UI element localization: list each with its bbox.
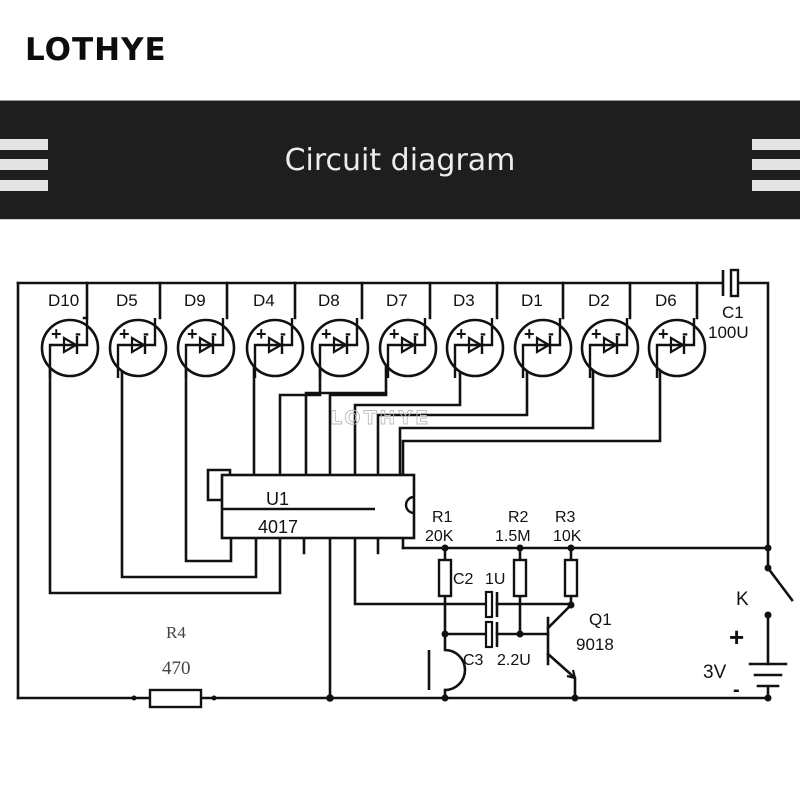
resistor-labels: R1 20K R2 1.5M R3 10K — [425, 509, 582, 545]
led-plus-label: + — [524, 324, 535, 344]
r1-ref-label: R1 — [432, 509, 453, 526]
q1-ref-label: Q1 — [589, 610, 612, 629]
led-minus-label: - — [143, 323, 149, 343]
led-ref-label: D6 — [655, 291, 677, 310]
led-plus-label: + — [658, 324, 669, 344]
battery-minus-label: - — [733, 679, 740, 701]
led-plus-label: + — [389, 324, 400, 344]
menu-lines-icon — [0, 139, 48, 191]
r3-value-label: 10K — [553, 528, 582, 545]
r1-value-label: 20K — [425, 528, 454, 545]
led-ref-label: D4 — [253, 291, 275, 310]
led-minus-label: - — [413, 323, 419, 343]
led-minus-label: - — [615, 323, 621, 343]
led-plus-label: + — [119, 324, 130, 344]
c2-value-label: 1U — [485, 571, 505, 588]
led-plus-label: + — [456, 324, 467, 344]
led-minus-label: - — [345, 323, 351, 343]
capacitor-c2: C2 1U — [453, 571, 505, 619]
circuit-schematic: C1 100U D10+- D5+- D9+- D4+- D8+- D7+- — [16, 268, 794, 709]
menu-lines-icon — [752, 139, 800, 191]
r2-value-label: 1.5M — [495, 528, 531, 545]
junction-dots — [131, 544, 772, 702]
led-d5: D5 +- — [108, 291, 168, 378]
led-minus-label: - — [75, 323, 81, 343]
led-ref-label: D7 — [386, 291, 408, 310]
banner-title: Circuit diagram — [284, 143, 516, 178]
q1-part-label: 9018 — [576, 635, 614, 654]
ic-part-label: 4017 — [258, 517, 298, 537]
r4-labels: R4 470 — [162, 623, 191, 679]
led-plus-label: + — [256, 324, 267, 344]
r4-value-label: 470 — [162, 658, 191, 679]
led-ref-label: D5 — [116, 291, 138, 310]
led-minus-label: - — [280, 323, 286, 343]
ic-ref-label: U1 — [266, 489, 289, 509]
led-ref-label: D1 — [521, 291, 543, 310]
led-minus-label: - — [211, 323, 217, 343]
led-d8: D8 +- — [310, 291, 370, 378]
capacitor-c1: C1 100U — [708, 268, 749, 342]
microphone-icon — [427, 648, 467, 692]
led-ref-label: D3 — [453, 291, 475, 310]
led-ref-label: D2 — [588, 291, 610, 310]
led-minus-label: - — [480, 323, 486, 343]
brand-logo: LOTHYE — [25, 32, 167, 68]
switch-label: K — [736, 589, 749, 610]
r2-ref-label: R2 — [508, 509, 529, 526]
r4-ref-label: R4 — [166, 623, 186, 642]
led-ref-label: D9 — [184, 291, 206, 310]
led-d3: D3 +- — [445, 291, 505, 378]
led-plus-label: + — [321, 324, 332, 344]
c2-ref-label: C2 — [453, 571, 474, 588]
battery-icon: + 3V - — [703, 622, 744, 701]
resistor-r2 — [512, 558, 528, 598]
led-plus-label: + — [51, 324, 62, 344]
led-d2: D2 +- — [580, 291, 640, 378]
watermark: LOTHYE — [330, 407, 431, 429]
led-ref-label: D10 — [48, 291, 79, 310]
transistor-q1: Q1 9018 — [566, 610, 614, 680]
ic-4017: U1 4017 — [220, 473, 416, 540]
led-d6: D6 +- — [647, 291, 707, 378]
led-d1: D1 +- — [513, 291, 573, 378]
battery-voltage-label: 3V — [703, 662, 727, 683]
led-d10: D10 +- — [40, 291, 100, 378]
capacitor-c3: C3 2.2U — [463, 620, 531, 669]
led-d9: D9 +- — [176, 291, 236, 378]
resistor-r1 — [437, 558, 453, 598]
c3-value-label: 2.2U — [497, 652, 531, 669]
led-ref-label: D8 — [318, 291, 340, 310]
led-d4: D4 +- — [245, 291, 305, 378]
led-minus-label: - — [682, 323, 688, 343]
c1-value-label: 100U — [708, 323, 749, 342]
led-minus-label: - — [548, 323, 554, 343]
wires — [16, 281, 794, 700]
title-banner: Circuit diagram — [0, 100, 800, 220]
led-plus-label: + — [591, 324, 602, 344]
battery-plus-label: + — [729, 622, 744, 652]
led-array: D10+- D5+- D9+- D4+- D8+- D7+- D3+- D1+ — [40, 291, 707, 378]
resistor-r4 — [148, 688, 203, 709]
r3-ref-label: R3 — [555, 509, 576, 526]
resistors — [148, 558, 579, 709]
switch-k: K — [736, 564, 772, 619]
c3-ref-label: C3 — [463, 652, 484, 669]
c1-ref-label: C1 — [722, 303, 744, 322]
resistor-r3 — [563, 558, 579, 598]
led-plus-label: + — [187, 324, 198, 344]
led-d7: D7 +- — [378, 291, 438, 378]
